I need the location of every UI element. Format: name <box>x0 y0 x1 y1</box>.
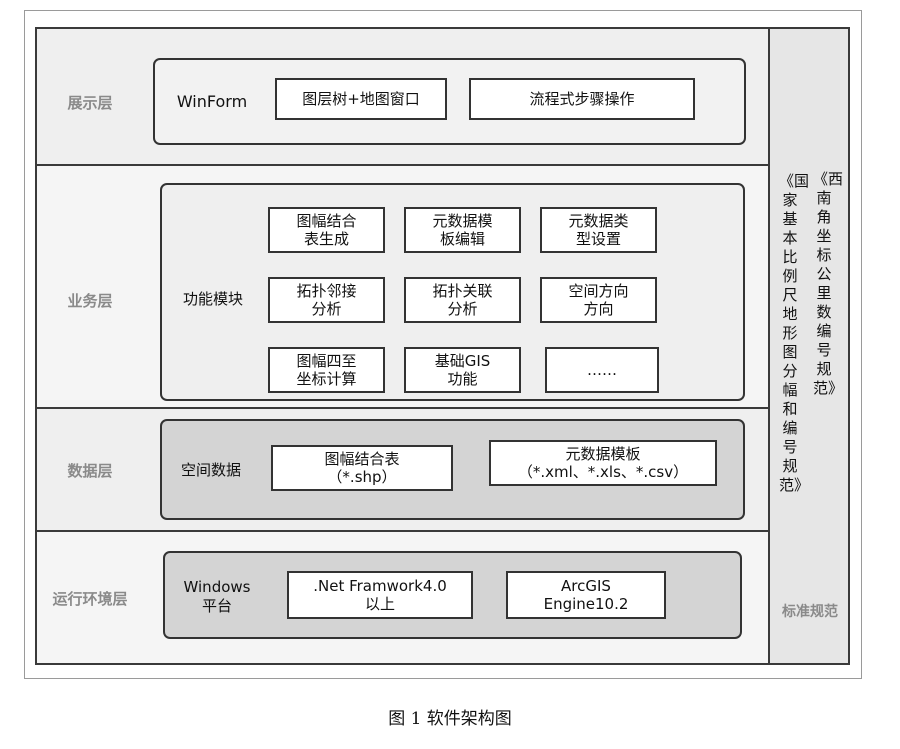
business-layer-label: 业务层 <box>67 292 113 310</box>
workflow-step-operation-box: 流程式步骤操作 <box>469 78 695 120</box>
topology-adjacency-analysis-box: 拓扑邻接 分析 <box>268 277 385 323</box>
basic-gis-function-box: 基础GIS 功能 <box>404 347 521 393</box>
layer-divider <box>35 164 770 166</box>
southwest-corner-standard-text: 《西南角坐标公里数编号规范》 <box>813 170 844 397</box>
runtime-layer-label: 运行环境层 <box>52 590 128 608</box>
spatial-data-label: 空间数据 <box>180 461 241 479</box>
winform-label: WinForm <box>176 92 248 111</box>
national-mapsheet-standard-text: 《国家基本比例尺地形图分幅和编号规范》 <box>779 172 810 494</box>
presentation-layer-label: 展示层 <box>67 94 113 112</box>
function-module-label: 功能模块 <box>182 290 243 308</box>
topology-association-analysis-box: 拓扑关联 分析 <box>404 277 521 323</box>
mapsheet-index-shp-box: 图幅结合表 （*.shp） <box>271 445 453 491</box>
dotnet-framework-box: .Net Framwork4.0 以上 <box>287 571 473 619</box>
arcgis-engine-box: ArcGIS Engine10.2 <box>506 571 666 619</box>
metadata-template-edit-box: 元数据模 板编辑 <box>404 207 521 253</box>
data-layer-label: 数据层 <box>67 462 113 480</box>
windows-platform-label: Windows 平台 <box>183 578 251 615</box>
metadata-template-files-box: 元数据模板 （*.xml、*.xls、*.csv） <box>489 440 717 486</box>
layer-divider <box>35 530 770 532</box>
mapsheet-corner-coordinate-box: 图幅四至 坐标计算 <box>268 347 385 393</box>
more-functions-box: …… <box>545 347 659 393</box>
metadata-type-setting-box: 元数据类 型设置 <box>540 207 657 253</box>
spatial-direction-box: 空间方向 方向 <box>540 277 657 323</box>
standards-column <box>768 27 850 665</box>
layer-divider <box>35 407 770 409</box>
figure-caption: 图 1 软件架构图 <box>388 709 512 729</box>
standards-label: 标准规范 <box>782 604 838 620</box>
layer-tree-map-window-box: 图层树+地图窗口 <box>275 78 447 120</box>
mapsheet-index-generation-box: 图幅结合 表生成 <box>268 207 385 253</box>
